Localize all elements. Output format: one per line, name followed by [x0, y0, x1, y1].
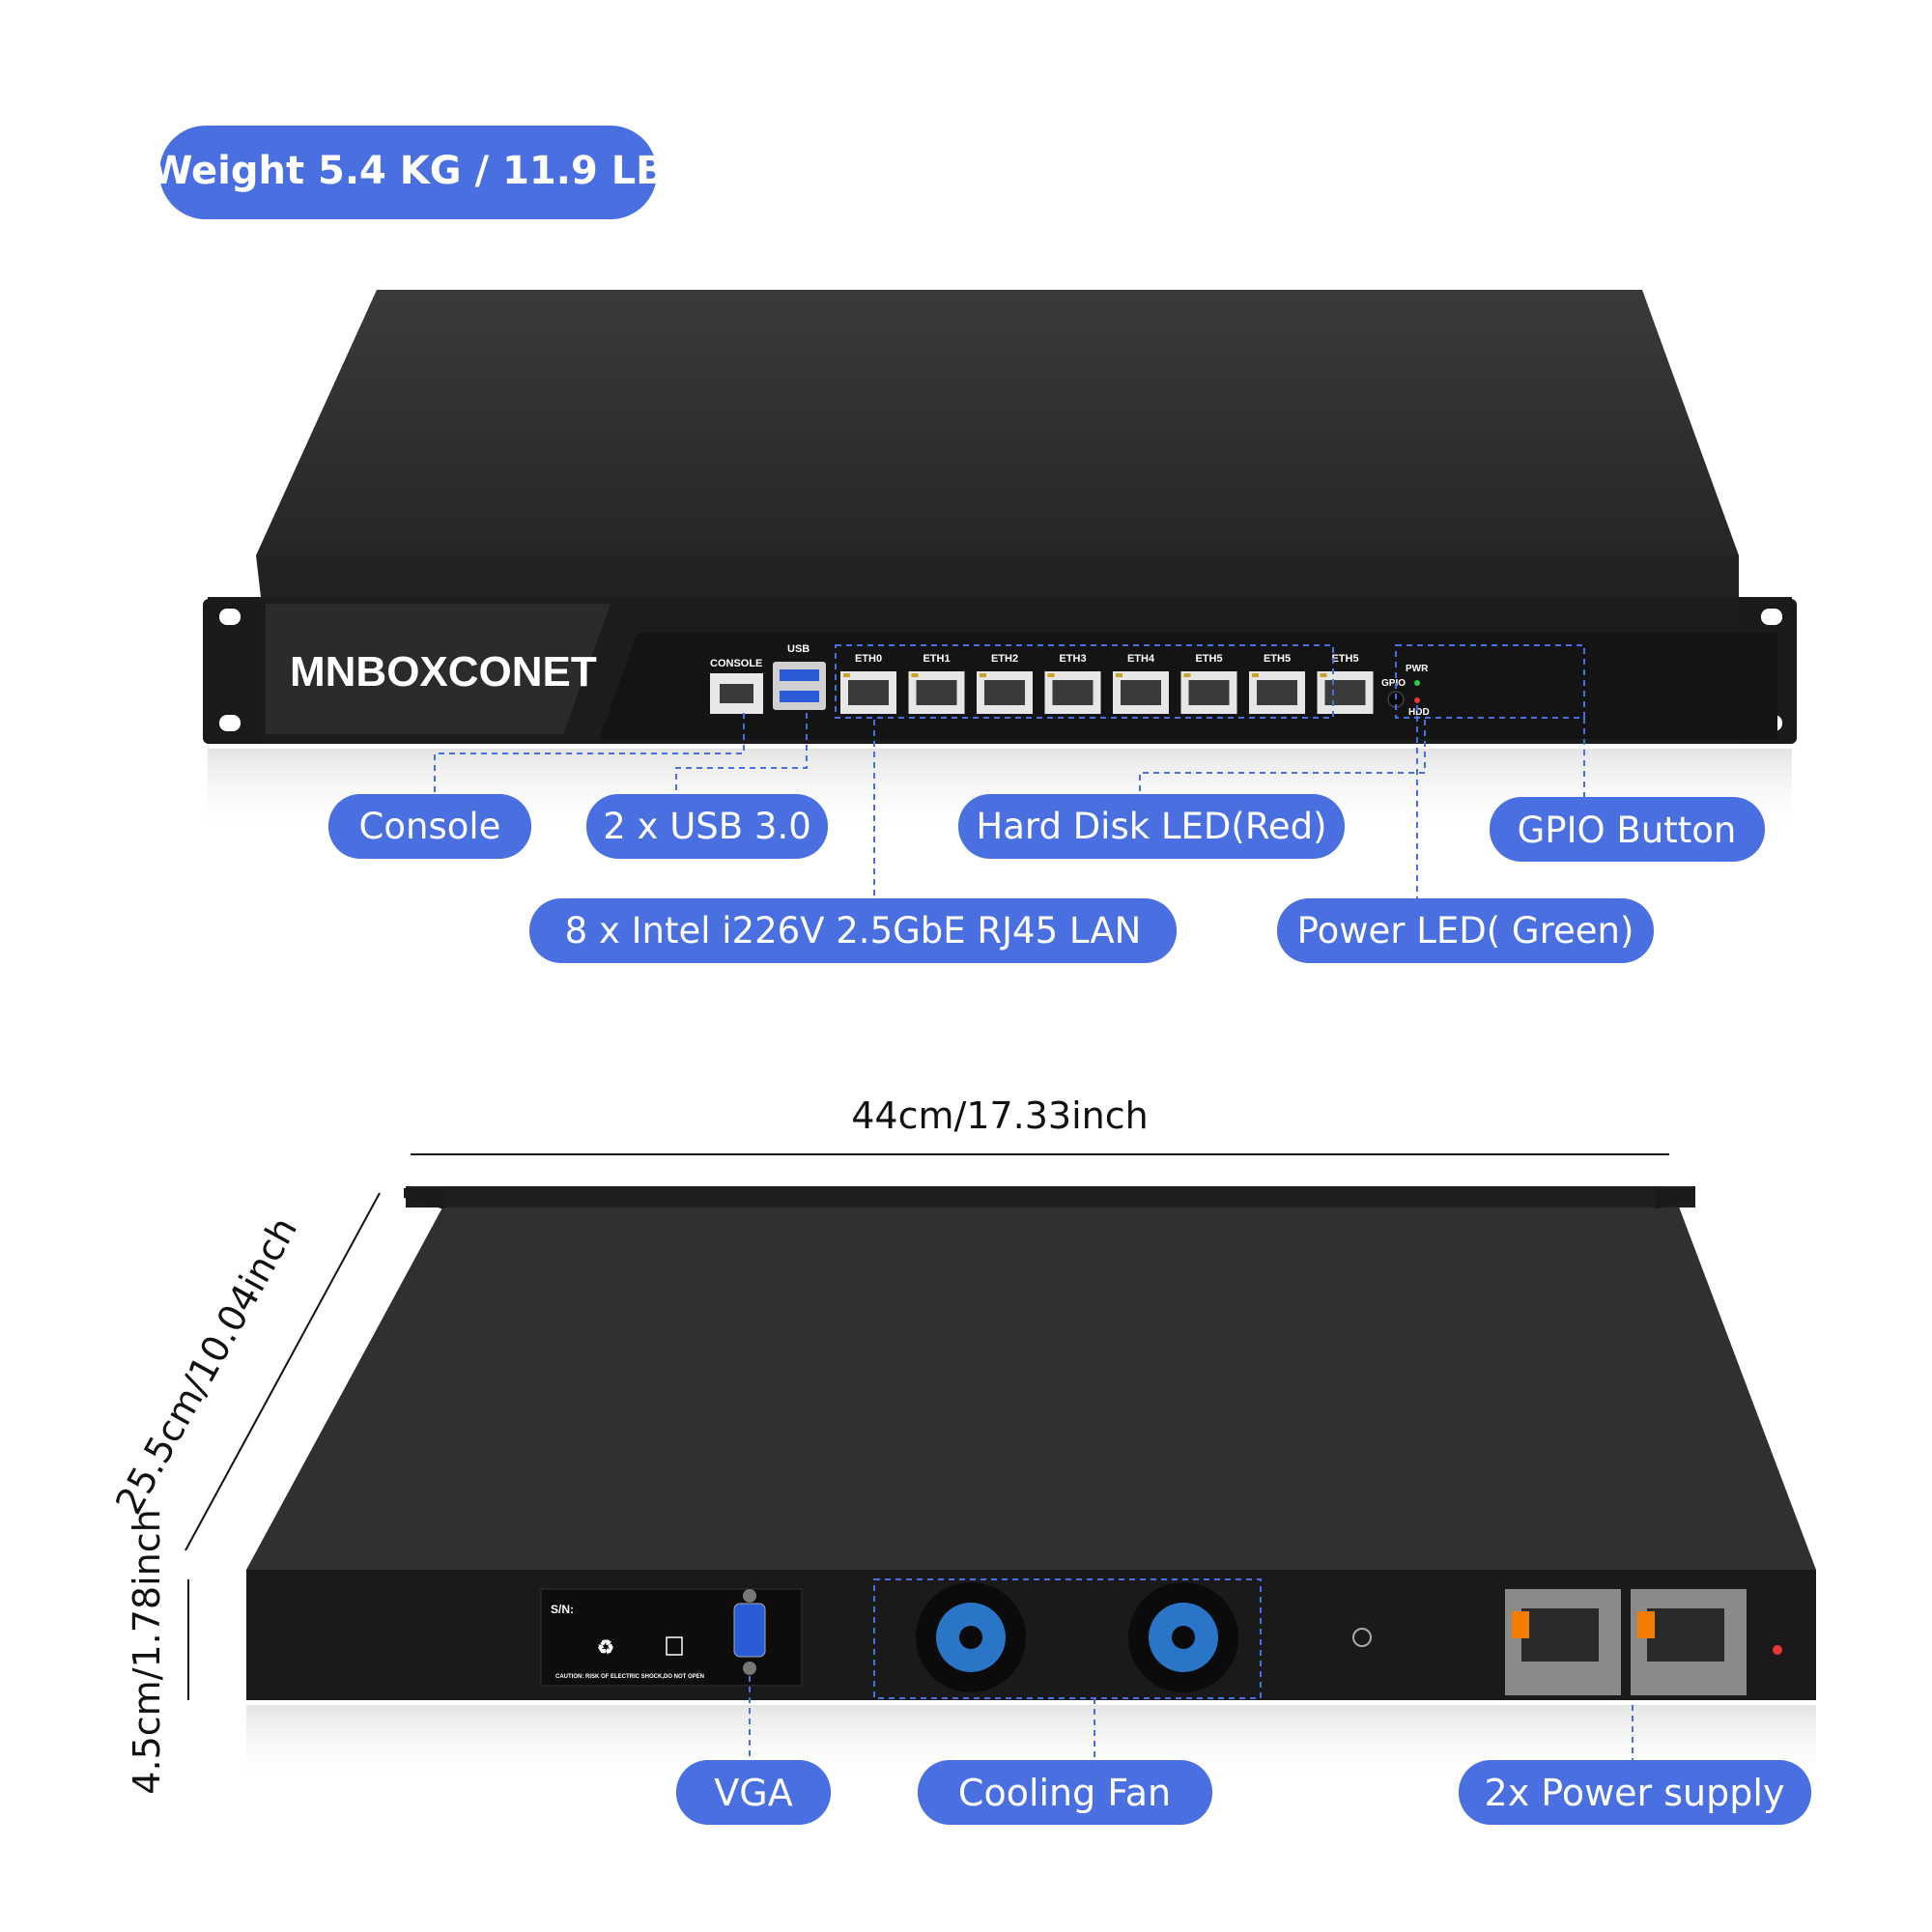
- ethernet-port-label: ETH5: [1331, 653, 1358, 665]
- power-led: [1414, 680, 1420, 686]
- ethernet-port-label: ETH1: [923, 653, 950, 665]
- ethernet-port[interactable]: [1180, 671, 1237, 714]
- front-device-lid: [256, 290, 1739, 555]
- rack-ear-left: [203, 599, 261, 744]
- power-supply-1: [1505, 1589, 1621, 1695]
- caution-label: CAUTION: RISK OF ELECTRIC SHOCK,DO NOT O…: [555, 1674, 704, 1680]
- ethernet-port[interactable]: [1317, 671, 1374, 714]
- ethernet-port[interactable]: [1044, 671, 1101, 714]
- hdd-led: [1414, 697, 1420, 703]
- callout-psu-text: 2x Power supply: [1485, 1772, 1785, 1814]
- cooling-fan-2: [1128, 1582, 1238, 1692]
- ethernet-port-label: ETH5: [1264, 653, 1291, 665]
- ethernet-port-label: ETH2: [991, 653, 1018, 665]
- hdd-label: HDD: [1408, 707, 1430, 718]
- ethernet-port-label: ETH0: [855, 653, 882, 665]
- depth-dimension-text: 25.5cm/10.04inch: [107, 1210, 305, 1521]
- ethernet-port-label: ETH5: [1195, 653, 1222, 665]
- callout-hdd-led: Hard Disk LED(Red): [958, 794, 1345, 859]
- callout-power-led: Power LED( Green): [1277, 898, 1654, 963]
- pwr-label: PWR: [1406, 664, 1429, 674]
- recycle-icon: ♻: [597, 1637, 614, 1659]
- callout-power-led-text: Power LED( Green): [1297, 910, 1634, 952]
- ethernet-port[interactable]: [1113, 671, 1169, 714]
- ethernet-port[interactable]: [977, 671, 1033, 714]
- ethernet-port[interactable]: [840, 671, 896, 714]
- callout-usb-text: 2 x USB 3.0: [603, 806, 811, 847]
- depth-dimension-line: [185, 1192, 381, 1551]
- usb-ports[interactable]: [773, 662, 826, 710]
- callout-vga-text: VGA: [714, 1772, 792, 1814]
- callout-fan-text: Cooling Fan: [958, 1772, 1171, 1814]
- callout-gpio: GPIO Button: [1490, 797, 1765, 862]
- height-dimension-text: 4.5cm/1.78inch: [126, 1509, 168, 1794]
- compliance-icon: [666, 1636, 683, 1656]
- weight-badge: Weight 5.4 KG / 11.9 LB: [150, 126, 666, 219]
- ground-icon: [1352, 1628, 1372, 1647]
- callout-gpio-text: GPIO Button: [1518, 810, 1737, 851]
- sn-label: S/N:: [551, 1603, 574, 1616]
- callout-lan: 8 x Intel i226V 2.5GbE RJ45 LAN: [529, 898, 1177, 963]
- rear-callout-lines: [749, 1578, 1634, 1760]
- ethernet-ports: ETH0 ETH1 ETH2 ETH3 ETH4 ETH5 ETH5 ETH5: [840, 653, 1374, 714]
- console-port-label: CONSOLE: [710, 658, 762, 669]
- callout-psu: 2x Power supply: [1459, 1760, 1811, 1825]
- ethernet-port-label: ETH3: [1059, 653, 1086, 665]
- callout-vga: VGA: [676, 1760, 831, 1825]
- callout-console: Console: [328, 794, 531, 859]
- cooling-fan-1: [916, 1582, 1026, 1692]
- rear-power-switch[interactable]: [1773, 1645, 1782, 1655]
- ethernet-port-label: ETH4: [1127, 653, 1155, 665]
- callout-hdd-led-text: Hard Disk LED(Red): [976, 806, 1326, 847]
- ethernet-port[interactable]: [908, 671, 965, 714]
- usb-port-label: USB: [787, 643, 810, 655]
- brand-logo-text: MNBOXCONET: [290, 648, 597, 696]
- power-supply-2: [1631, 1589, 1747, 1695]
- callout-console-text: Console: [359, 806, 501, 847]
- vga-port[interactable]: [733, 1603, 766, 1658]
- front-callout-lines: [434, 644, 1585, 898]
- callout-fan: Cooling Fan: [918, 1760, 1212, 1825]
- rear-device-lid: [246, 1186, 1816, 1570]
- ethernet-port[interactable]: [1249, 671, 1305, 714]
- callout-lan-text: 8 x Intel i226V 2.5GbE RJ45 LAN: [565, 910, 1142, 952]
- rear-device: S/N: CAUTION: RISK OF ELECTRIC SHOCK,DO …: [246, 1186, 1816, 1782]
- width-dimension-text: 44cm/17.33inch: [851, 1094, 1148, 1137]
- weight-badge-text: Weight 5.4 KG / 11.9 LB: [150, 149, 665, 193]
- gpio-label: GPIO: [1381, 678, 1406, 689]
- callout-usb: 2 x USB 3.0: [586, 794, 828, 859]
